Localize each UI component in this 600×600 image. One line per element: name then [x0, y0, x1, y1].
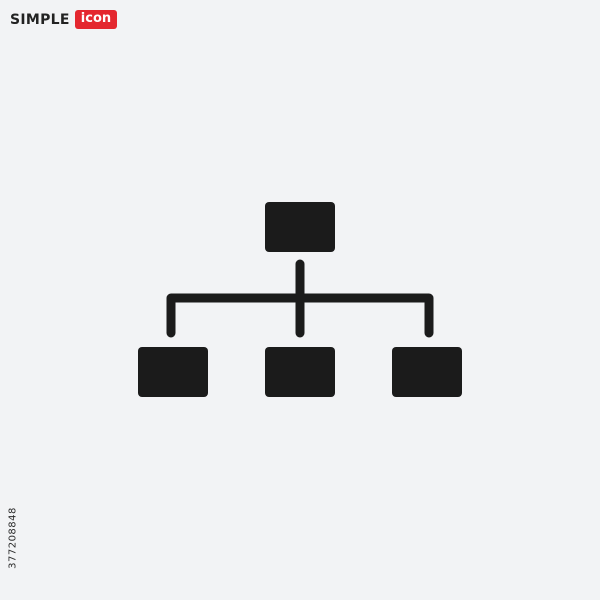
left-node [138, 347, 208, 397]
branch-connector [166, 293, 434, 338]
top-node [265, 202, 335, 252]
right-node [392, 347, 462, 397]
brand-word: SIMPLE [10, 11, 70, 28]
stock-id: 377208848 [7, 507, 19, 569]
brand-tag: icon [74, 10, 118, 29]
brand-logo: SIMPLE icon [10, 10, 118, 29]
center-node [265, 347, 335, 397]
